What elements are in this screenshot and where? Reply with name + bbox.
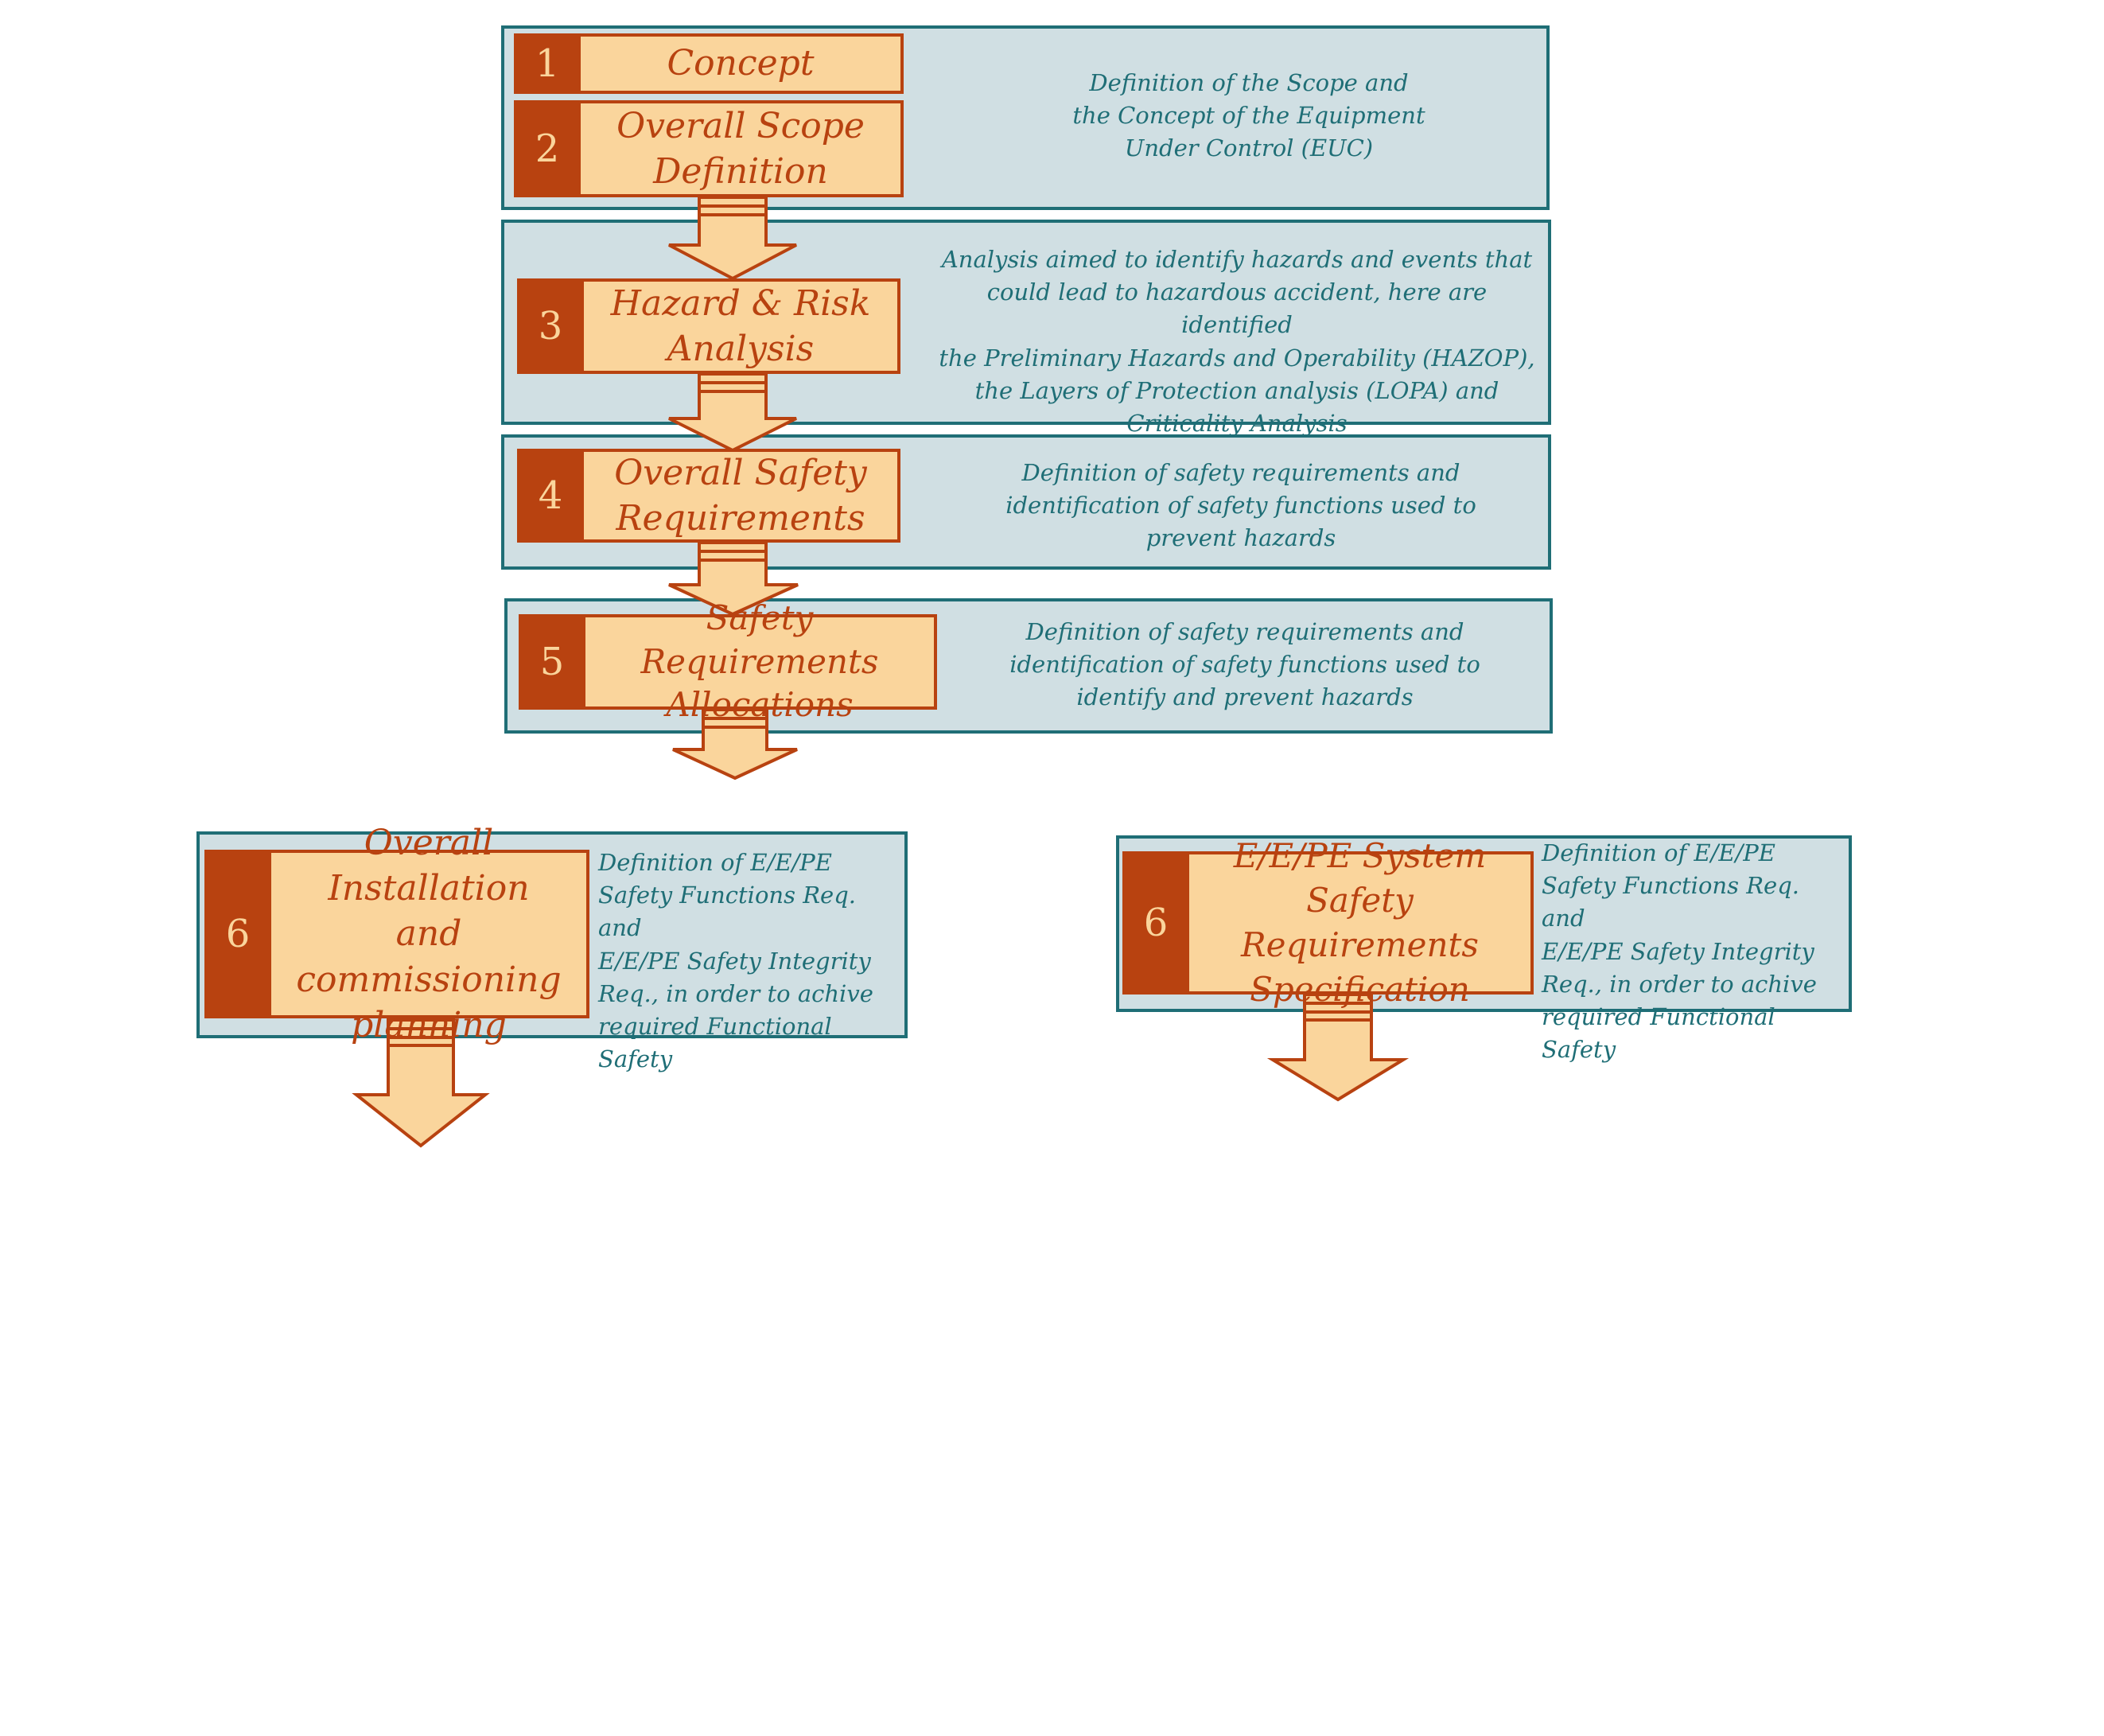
- arrow-5-down: [672, 708, 798, 780]
- description-hazard: Analysis aimed to identify hazards and e…: [939, 246, 1535, 437]
- step-number: 3: [517, 278, 584, 374]
- step-number: 4: [517, 449, 584, 543]
- arrow-2-to-3: [668, 196, 797, 281]
- step-1-concept: 1 Concept: [514, 33, 904, 94]
- step-6-eepe-srs: 6 E/E/PE System Safety Requirements Spec…: [1122, 836, 1534, 1009]
- step-number: 6: [204, 850, 271, 1018]
- step-label: Overall Installation and commissioning p…: [296, 823, 562, 1045]
- step-label: E/E/PE System Safety Requirements Specif…: [1233, 836, 1487, 1009]
- step-number: 5: [519, 614, 585, 710]
- step-3-hazard-risk: 3 Hazard & Risk Analysis: [517, 278, 900, 374]
- step-label: Concept: [667, 43, 815, 84]
- step-5-allocations: 5 Safety Requirements Allocations: [519, 598, 937, 725]
- step-label: Overall Safety Requirements: [614, 452, 867, 539]
- step-6-installation: 6 Overall Installation and commissioning…: [204, 823, 589, 1045]
- step-number: 1: [514, 33, 581, 94]
- description-safety-requirements: Definition of safety requirements and id…: [1005, 459, 1476, 552]
- step-number: 6: [1122, 851, 1189, 995]
- step-2-overall-scope: 2 Overall Scope Definition: [514, 100, 904, 197]
- arrow-6a-down: [352, 1018, 490, 1148]
- arrow-4-to-5: [668, 541, 799, 617]
- arrow-6b-down: [1266, 993, 1410, 1102]
- description-scope: Definition of the Scope and the Concept …: [1072, 69, 1425, 162]
- description-eepe: Definition of E/E/PE Safety Functions Re…: [1542, 839, 1817, 1064]
- arrow-3-to-4: [668, 372, 797, 453]
- step-4-overall-safety: 4 Overall Safety Requirements: [517, 449, 900, 543]
- description-installation: Definition of E/E/PE Safety Functions Re…: [598, 849, 873, 1073]
- step-number: 2: [514, 100, 581, 197]
- step-label: Hazard & Risk Analysis: [610, 282, 871, 369]
- step-label: Overall Scope Definition: [616, 105, 865, 192]
- description-allocations: Definition of safety requirements and id…: [1009, 618, 1480, 711]
- step-label: Safety Requirements Allocations: [640, 598, 879, 725]
